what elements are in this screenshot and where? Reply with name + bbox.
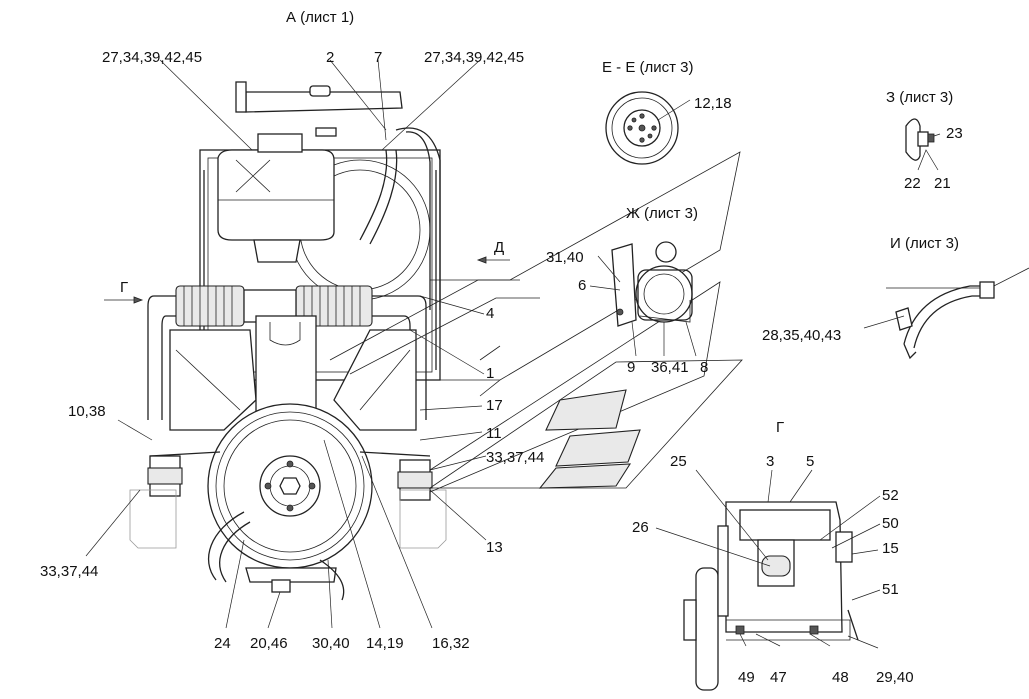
arrow-d-label: Д (494, 239, 505, 256)
callout-4: 4 (486, 305, 495, 322)
callout-23: 23 (946, 125, 963, 142)
arrow-g-label: Г (120, 279, 129, 296)
callout-20-46: 20,46 (250, 635, 288, 652)
callout-8: 8 (700, 359, 709, 376)
callout-11: 11 (486, 425, 502, 442)
main-view-title: А (лист 1) (286, 9, 355, 26)
callout-29-40: 29,40 (876, 669, 914, 686)
callout-36-41: 36,41 (651, 359, 689, 376)
callout-33-37-44-right: 33,37,44 (486, 449, 545, 466)
view-g-compressor (683, 501, 859, 691)
callout-16-32: 16,32 (432, 635, 470, 652)
callout-15: 15 (882, 540, 899, 557)
engine-main-view (129, 81, 447, 601)
callout-48: 48 (832, 669, 849, 686)
callout-47: 47 (770, 669, 787, 686)
callout-30-40: 30,40 (312, 635, 350, 652)
callout-31-40: 31,40 (546, 249, 584, 266)
callout-52: 52 (882, 487, 899, 504)
callout-28-35-40-43: 28,35,40,43 (762, 327, 842, 344)
callout-12-18: 12,18 (694, 95, 732, 112)
callout-27-34-39-42-45-right: 27,34,39,42,45 (424, 49, 525, 66)
callout-14-19: 14,19 (366, 635, 404, 652)
view-z-title: З (лист 3) (886, 89, 954, 106)
view-zh-alternator (611, 241, 693, 327)
callout-49: 49 (738, 669, 755, 686)
callout-9: 9 (627, 359, 636, 376)
view-zh-title: Ж (лист 3) (626, 205, 699, 222)
view-i-pipe (886, 267, 1029, 360)
leader-lines (85, 59, 941, 649)
section-ee-disc (605, 91, 679, 165)
callout-22: 22 (904, 175, 921, 192)
callout-33-37-44-left: 33,37,44 (40, 563, 99, 580)
callout-50: 50 (882, 515, 899, 532)
callout-27-34-39-42-45-left: 27,34,39,42,45 (102, 49, 203, 66)
section-ee-title: Е - Е (лист 3) (602, 59, 694, 76)
callout-26: 26 (632, 519, 649, 536)
callout-1: 1 (486, 365, 495, 382)
callout-7: 7 (374, 49, 383, 66)
callout-2: 2 (326, 49, 335, 66)
callout-17: 17 (486, 397, 503, 414)
view-g-title: Г (776, 419, 785, 436)
callout-5: 5 (806, 453, 815, 470)
callout-13: 13 (486, 539, 503, 556)
callout-21: 21 (934, 175, 951, 192)
perspective-planes (329, 151, 743, 493)
callout-10-38: 10,38 (68, 403, 106, 420)
callout-24: 24 (214, 635, 231, 652)
view-i-title: И (лист 3) (890, 235, 959, 252)
callout-51: 51 (882, 581, 899, 598)
callout-6: 6 (578, 277, 587, 294)
view-z-detail (905, 118, 935, 161)
callout-25: 25 (670, 453, 687, 470)
callout-3: 3 (766, 453, 775, 470)
